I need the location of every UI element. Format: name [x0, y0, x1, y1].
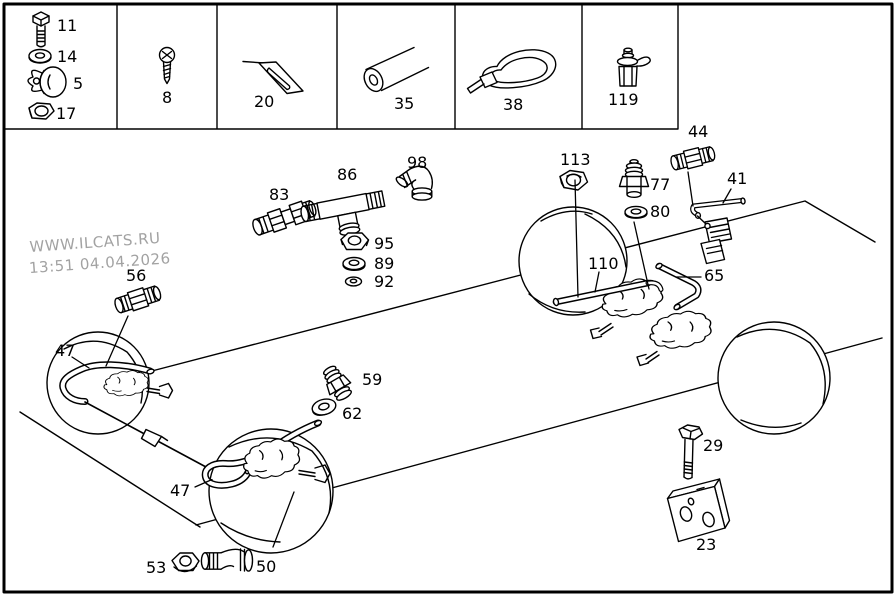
callout-leader-lines	[71, 171, 732, 548]
screw-icon	[158, 46, 176, 85]
callout-65: 65	[704, 266, 724, 285]
frame-upper-rail	[147, 200, 876, 373]
legend-label-38: 38	[503, 95, 523, 114]
legend-labels: 11 14 5 17 8 20 35 38 119	[56, 16, 639, 123]
washer-92-icon	[344, 276, 363, 287]
legend-label-11: 11	[57, 16, 77, 35]
grommet-icon	[27, 66, 67, 98]
legend-label-14: 14	[57, 47, 77, 66]
pipe-110	[552, 279, 664, 307]
callout-95: 95	[374, 234, 394, 253]
washer-icon	[28, 48, 52, 64]
air-tank	[518, 206, 628, 316]
legend-strip	[3, 3, 679, 130]
fitting-86-icon	[300, 190, 386, 236]
valve-icon	[616, 47, 651, 87]
callout-113: 113	[560, 150, 591, 169]
nut-53-icon	[171, 552, 200, 573]
legend-label-17: 17	[56, 104, 76, 123]
bolt-29-icon	[678, 424, 704, 480]
fitting-59-icon	[322, 365, 352, 401]
cable-tie-icon	[466, 49, 557, 94]
bolt-icon	[32, 11, 50, 48]
washer-62-icon	[311, 398, 337, 416]
callout-62: 62	[342, 404, 362, 423]
callout-77: 77	[650, 175, 670, 194]
brake-chamber-rear-axle	[103, 370, 174, 399]
fitting-44-icon	[670, 146, 716, 171]
washer-80-icon	[624, 205, 648, 219]
brake-chamber-mid-right	[636, 309, 713, 367]
callout-83: 83	[269, 185, 289, 204]
leveling-valve	[696, 215, 733, 265]
callout-98: 98	[407, 153, 427, 172]
callout-labels: 44 41 113 77 80 65 110 98 86 83 95 89 92…	[55, 122, 747, 577]
legend-label-35: 35	[394, 94, 414, 113]
fitting-56-icon	[114, 285, 162, 314]
washer-89-icon	[342, 256, 366, 271]
legend-label-5: 5	[73, 74, 83, 93]
frame-left-edge	[19, 411, 201, 528]
callout-110: 110	[588, 254, 619, 273]
callout-92: 92	[374, 272, 394, 291]
legend-label-8: 8	[162, 88, 172, 107]
clamp-strip-icon	[242, 60, 304, 95]
callout-86: 86	[337, 165, 357, 184]
callout-23: 23	[696, 535, 716, 554]
wheel-rear-right	[717, 321, 831, 435]
legend-label-20: 20	[254, 92, 274, 111]
callout-50: 50	[256, 557, 276, 576]
callout-47-front: 47	[170, 481, 190, 500]
brake-chamber-front-axle	[240, 436, 331, 484]
callout-56: 56	[126, 266, 146, 285]
callout-53: 53	[146, 558, 166, 577]
callout-29: 29	[703, 436, 723, 455]
callout-44: 44	[688, 122, 708, 141]
hose-47-rear	[59, 361, 155, 405]
tube-icon	[363, 46, 430, 93]
nut-95-icon	[340, 232, 370, 251]
nut-113-icon	[559, 169, 589, 191]
legend-label-119: 119	[608, 90, 639, 109]
callout-59: 59	[362, 370, 382, 389]
elbow-50-icon	[200, 548, 254, 572]
callout-41: 41	[727, 169, 747, 188]
line-connector-cone	[140, 428, 169, 448]
fitting-98-icon	[395, 165, 434, 201]
fitting-77-icon	[618, 158, 650, 198]
brake-chamber-mid-left	[589, 275, 666, 340]
pipe-65	[655, 262, 702, 311]
callout-47-rear: 47	[55, 341, 75, 360]
legend-grid	[3, 3, 679, 130]
callout-80: 80	[650, 202, 670, 221]
callout-89: 89	[374, 254, 394, 273]
plate-23-icon	[666, 478, 731, 543]
hex-nut-icon	[28, 102, 55, 120]
